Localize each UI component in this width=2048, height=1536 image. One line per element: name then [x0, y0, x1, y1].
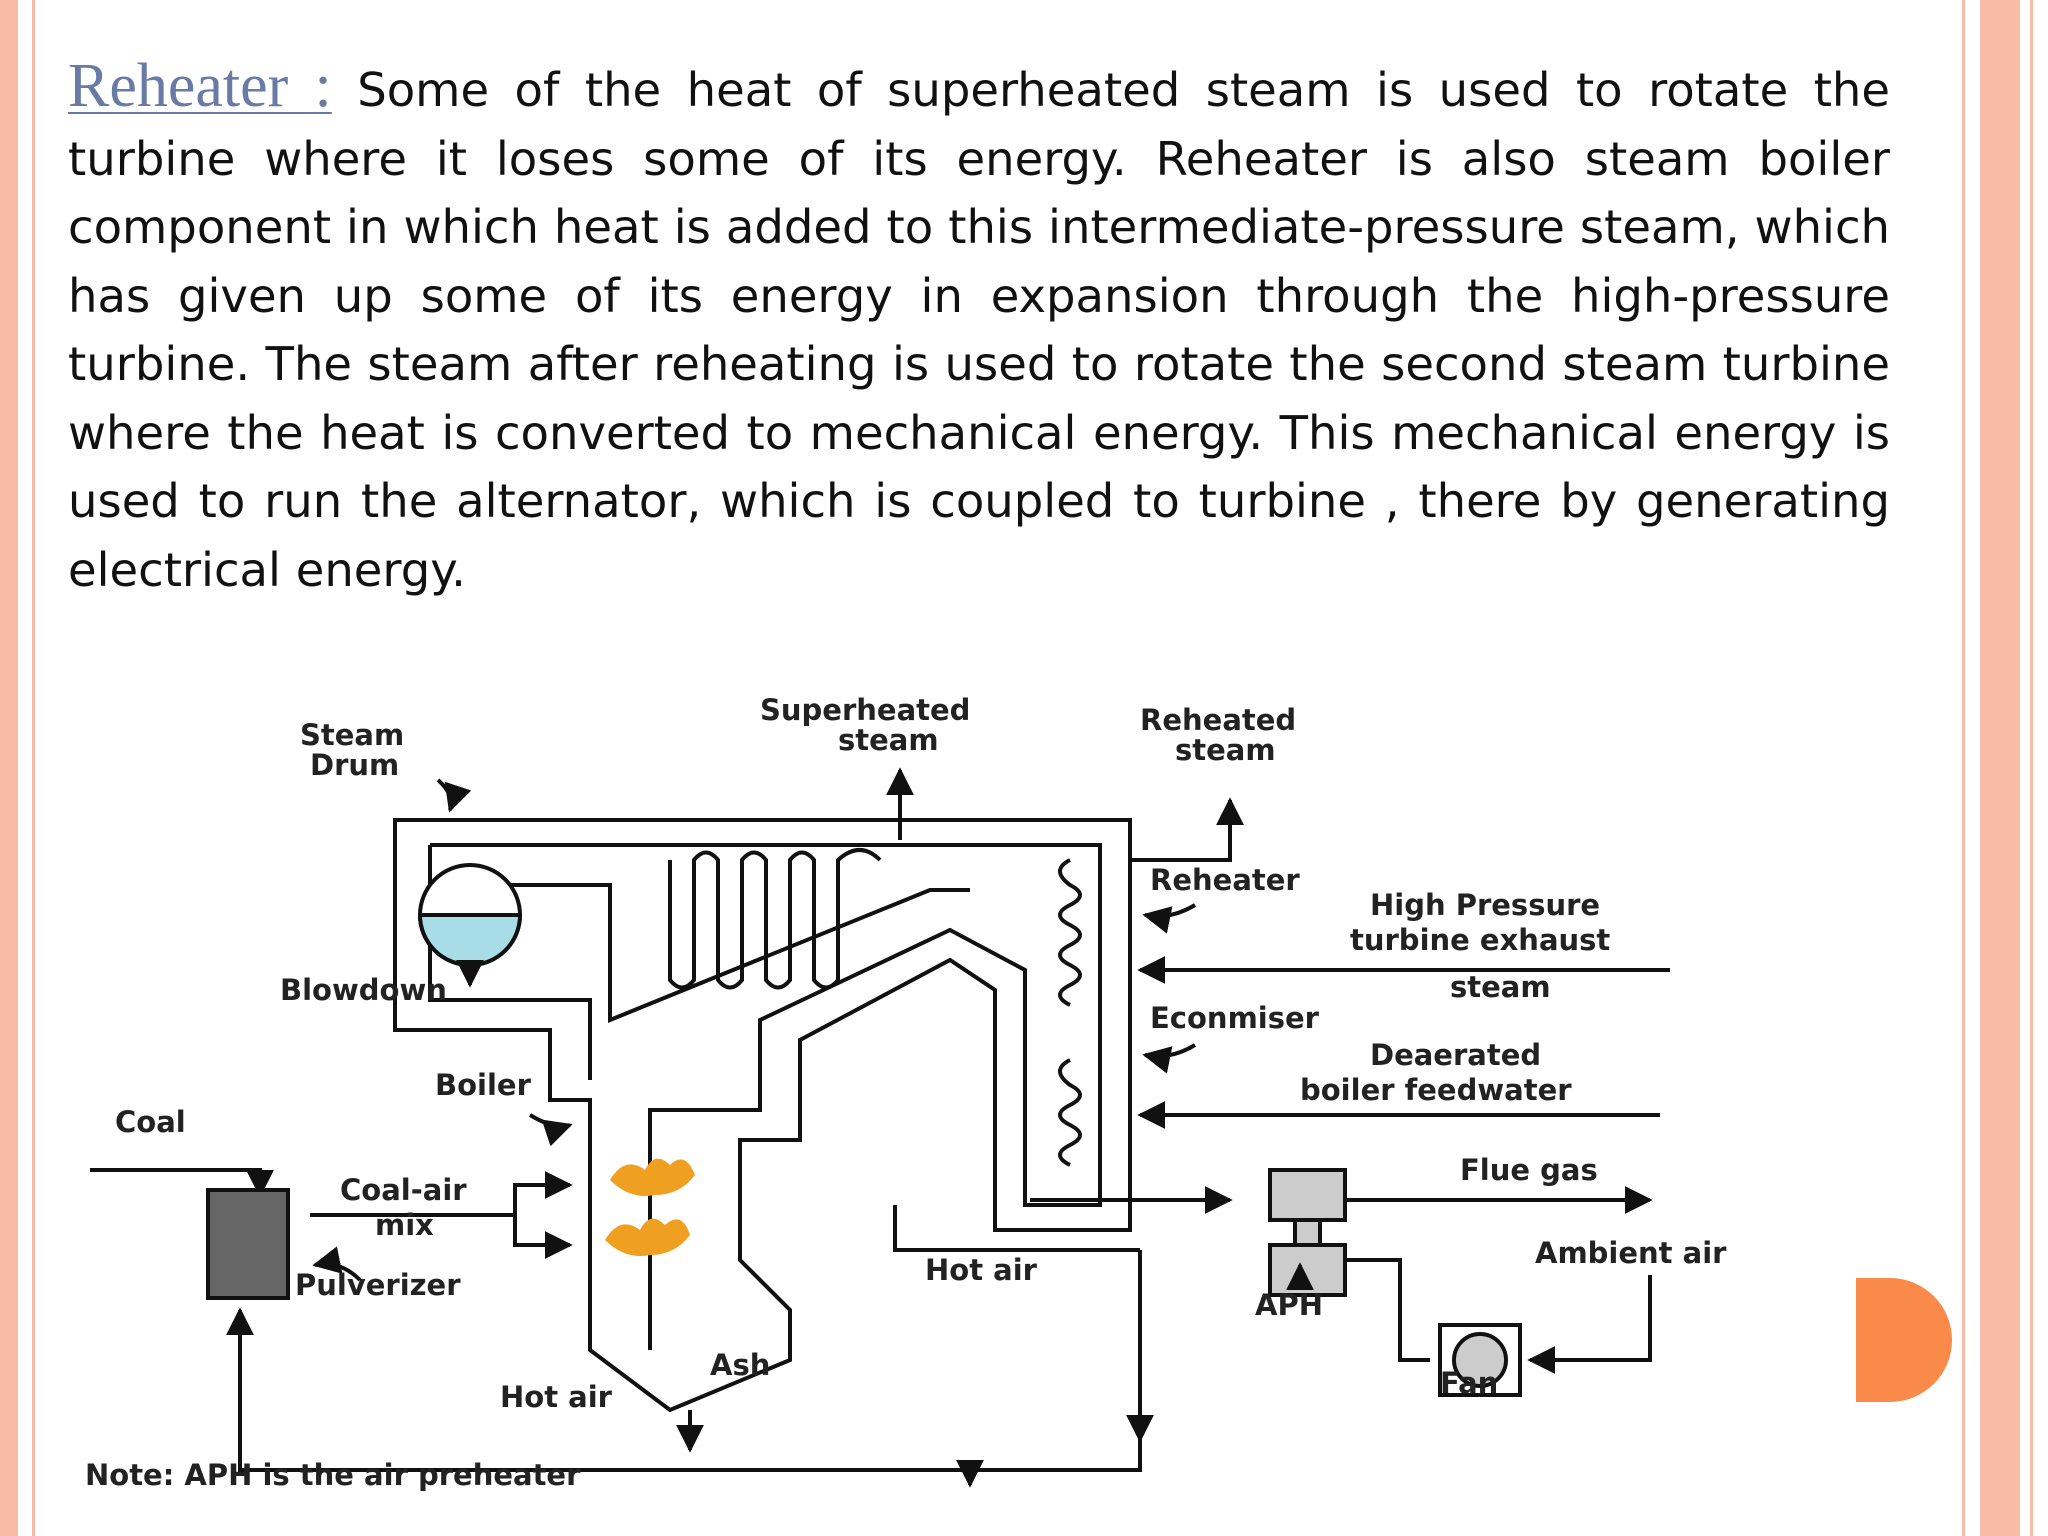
aph-box: [1268, 1168, 1347, 1222]
boiler-shell: [393, 818, 1132, 1413]
reheater-coil: [1058, 858, 1082, 1007]
label-blowdown: Blowdown: [280, 973, 447, 1007]
label-hp-exhaust-3: steam: [1450, 970, 1551, 1004]
frame-right-line: [1962, 0, 1965, 1536]
label-reheated-1: Reheated: [1140, 703, 1296, 737]
label-ash: Ash: [710, 1348, 770, 1382]
label-reheated-2: steam: [1175, 733, 1276, 767]
frame-left-line: [32, 0, 35, 1536]
frame-right-bar: [1980, 0, 2020, 1536]
frame-left-bar: [0, 0, 18, 1536]
decorative-orange-dot: [1856, 1278, 1952, 1402]
economiser-coil: [1058, 1058, 1082, 1167]
label-economiser: Econmiser: [1150, 1001, 1320, 1035]
label-deaerated-2: boiler feedwater: [1300, 1073, 1572, 1107]
label-hp-exhaust-1: High Pressure: [1370, 888, 1600, 922]
label-boiler: Boiler: [435, 1068, 532, 1102]
label-reheater: Reheater: [1150, 863, 1300, 897]
paragraph-body: Some of the heat of superheated steam is…: [68, 63, 1890, 597]
label-superheated-2: steam: [838, 723, 939, 757]
flame-group: [605, 1158, 695, 1256]
label-note: Note: APH is the air preheater: [85, 1458, 581, 1492]
label-aph: APH: [1255, 1288, 1323, 1322]
boiler-diagram: Steam Drum Superheated steam Reheated st…: [85, 693, 1727, 1492]
term-heading: Reheater :: [68, 52, 332, 120]
superheater-coil: [668, 848, 882, 990]
label-deaerated-1: Deaerated: [1370, 1038, 1541, 1072]
label-coal: Coal: [115, 1105, 186, 1139]
label-pulverizer: Pulverizer: [295, 1268, 461, 1302]
label-superheated-1: Superheated: [760, 693, 970, 727]
label-hot-air-bottom: Hot air: [500, 1380, 613, 1414]
label-steam-drum-2: Drum: [310, 748, 399, 782]
label-coal-air-2: mix: [375, 1208, 434, 1242]
label-ambient-air: Ambient air: [1535, 1236, 1727, 1270]
label-fan: Fan: [1440, 1366, 1498, 1400]
frame-right-line-outer: [2030, 0, 2033, 1536]
label-steam-drum-1: Steam: [300, 718, 404, 752]
label-coal-air-1: Coal-air: [340, 1173, 467, 1207]
pulverizer-box: [206, 1188, 290, 1300]
reheater-paragraph: Reheater : Some of the heat of superheat…: [68, 52, 1890, 604]
label-hot-air-mid: Hot air: [925, 1253, 1038, 1287]
label-flue-gas: Flue gas: [1460, 1153, 1598, 1187]
label-hp-exhaust-2: turbine exhaust: [1350, 923, 1610, 957]
